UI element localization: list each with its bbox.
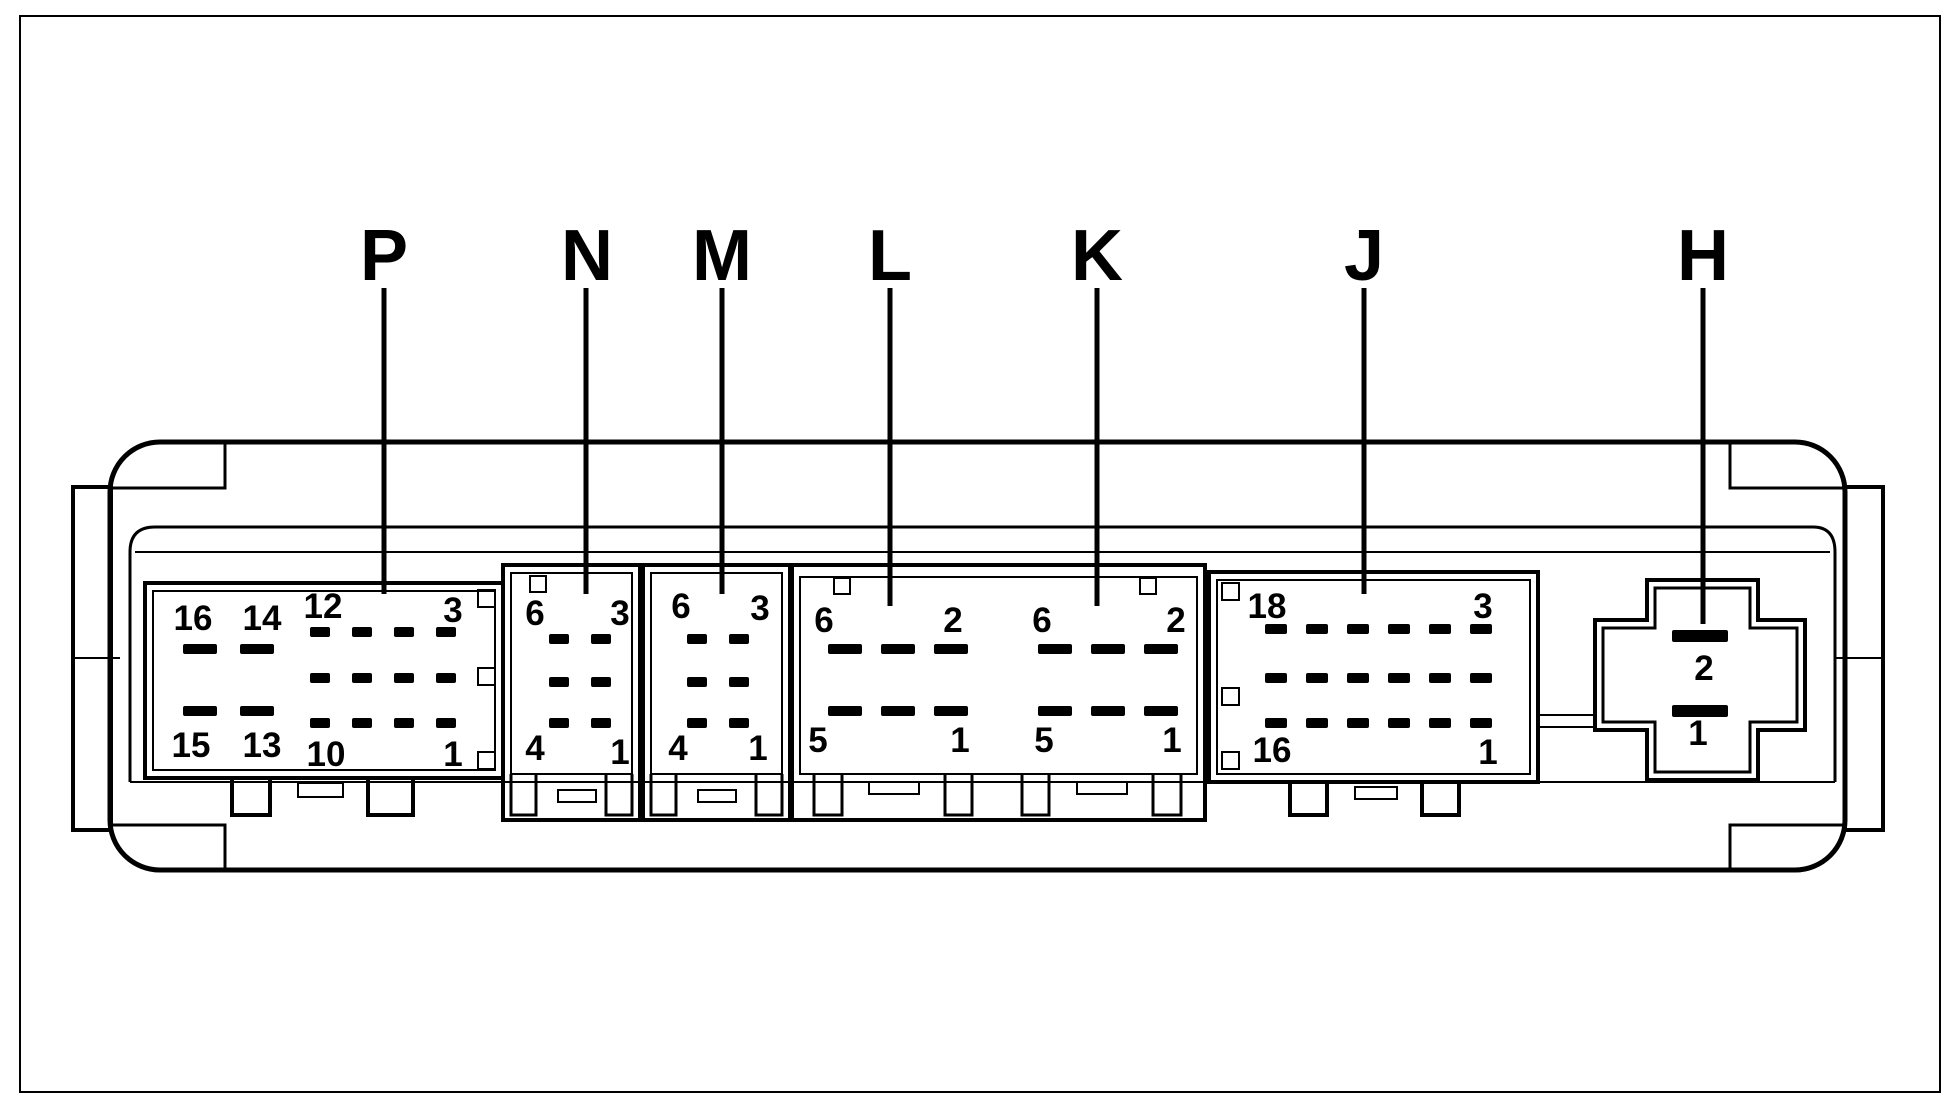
connector-j-label: J: [1344, 216, 1384, 296]
connector-m-pin-6: 6: [671, 587, 690, 626]
connector-p-pin-10: 10: [307, 735, 346, 774]
connector-j-pins: [1265, 624, 1492, 728]
connector-l-pin-6: 6: [814, 601, 833, 640]
connector-l-label: L: [868, 216, 912, 296]
connector-p-pin-13: 13: [243, 726, 282, 765]
connector-n-label: N: [561, 216, 613, 296]
connector-p-pin-16: 16: [174, 599, 213, 638]
connector-p-pin-1: 1: [443, 735, 462, 774]
connector-n-pin-6: 6: [525, 594, 544, 633]
connector-j-pin-16: 16: [1253, 731, 1292, 770]
connector-n-pins: [549, 634, 611, 728]
connector-p: P 16 14 12 3 15 13 10 1: [143, 216, 505, 817]
connector-j: J 18 3 16 1: [1207, 216, 1540, 817]
connector-m-pin-1: 1: [748, 729, 767, 768]
connector-lk-body: [790, 563, 1207, 822]
connector-j-pin-3: 3: [1473, 587, 1492, 626]
connector-n-pin-3: 3: [610, 594, 629, 633]
connector-p-pin-14: 14: [243, 599, 282, 638]
connector-k-pin-5: 5: [1034, 721, 1053, 760]
leader-lines: [381, 288, 1706, 624]
connector-h-pins: [1672, 630, 1728, 717]
connector-m-pin-4: 4: [668, 729, 688, 768]
connector-k-pin-1: 1: [1162, 721, 1181, 760]
connector-j-pin-1: 1: [1478, 733, 1497, 772]
connector-h-pin-1: 1: [1688, 714, 1707, 753]
connector-m-pins: [687, 634, 749, 728]
connector-n: N 6 3 4 1: [501, 216, 642, 822]
connector-l-pin-1: 1: [950, 721, 969, 760]
connector-p-pin-15: 15: [172, 726, 211, 765]
connector-k-pin-2: 2: [1166, 601, 1185, 640]
connector-p-pin-3: 3: [443, 591, 462, 630]
connector-j-pin-18: 18: [1248, 587, 1287, 626]
connector-h-label: H: [1677, 216, 1729, 296]
connector-p-label: P: [360, 216, 408, 296]
connector-k-pins: [1038, 644, 1178, 716]
connector-k: K 6 2 5 1: [1032, 216, 1185, 760]
connector-n-pin-4: 4: [525, 729, 545, 768]
connector-n-pin-1: 1: [610, 733, 629, 772]
connector-m-label: M: [692, 216, 752, 296]
connector-h-pin-2: 2: [1694, 649, 1713, 688]
connector-k-label: K: [1071, 216, 1123, 296]
connector-h: H 2 1: [1538, 216, 1807, 782]
connector-l-pin-2: 2: [943, 601, 962, 640]
connector-m-pin-3: 3: [750, 589, 769, 628]
diagram-frame: [19, 15, 1941, 1093]
connector-l-pins: [828, 644, 968, 716]
connector-l-pin-5: 5: [808, 721, 827, 760]
connector-p-pin-12: 12: [304, 587, 343, 626]
connector-m: M 6 3 4 1: [641, 216, 792, 822]
module-housing: [71, 439, 1885, 873]
connector-p-pins: [183, 627, 456, 728]
connector-k-pin-6: 6: [1032, 601, 1051, 640]
connector-l: L 6 2 5 1: [808, 216, 969, 760]
